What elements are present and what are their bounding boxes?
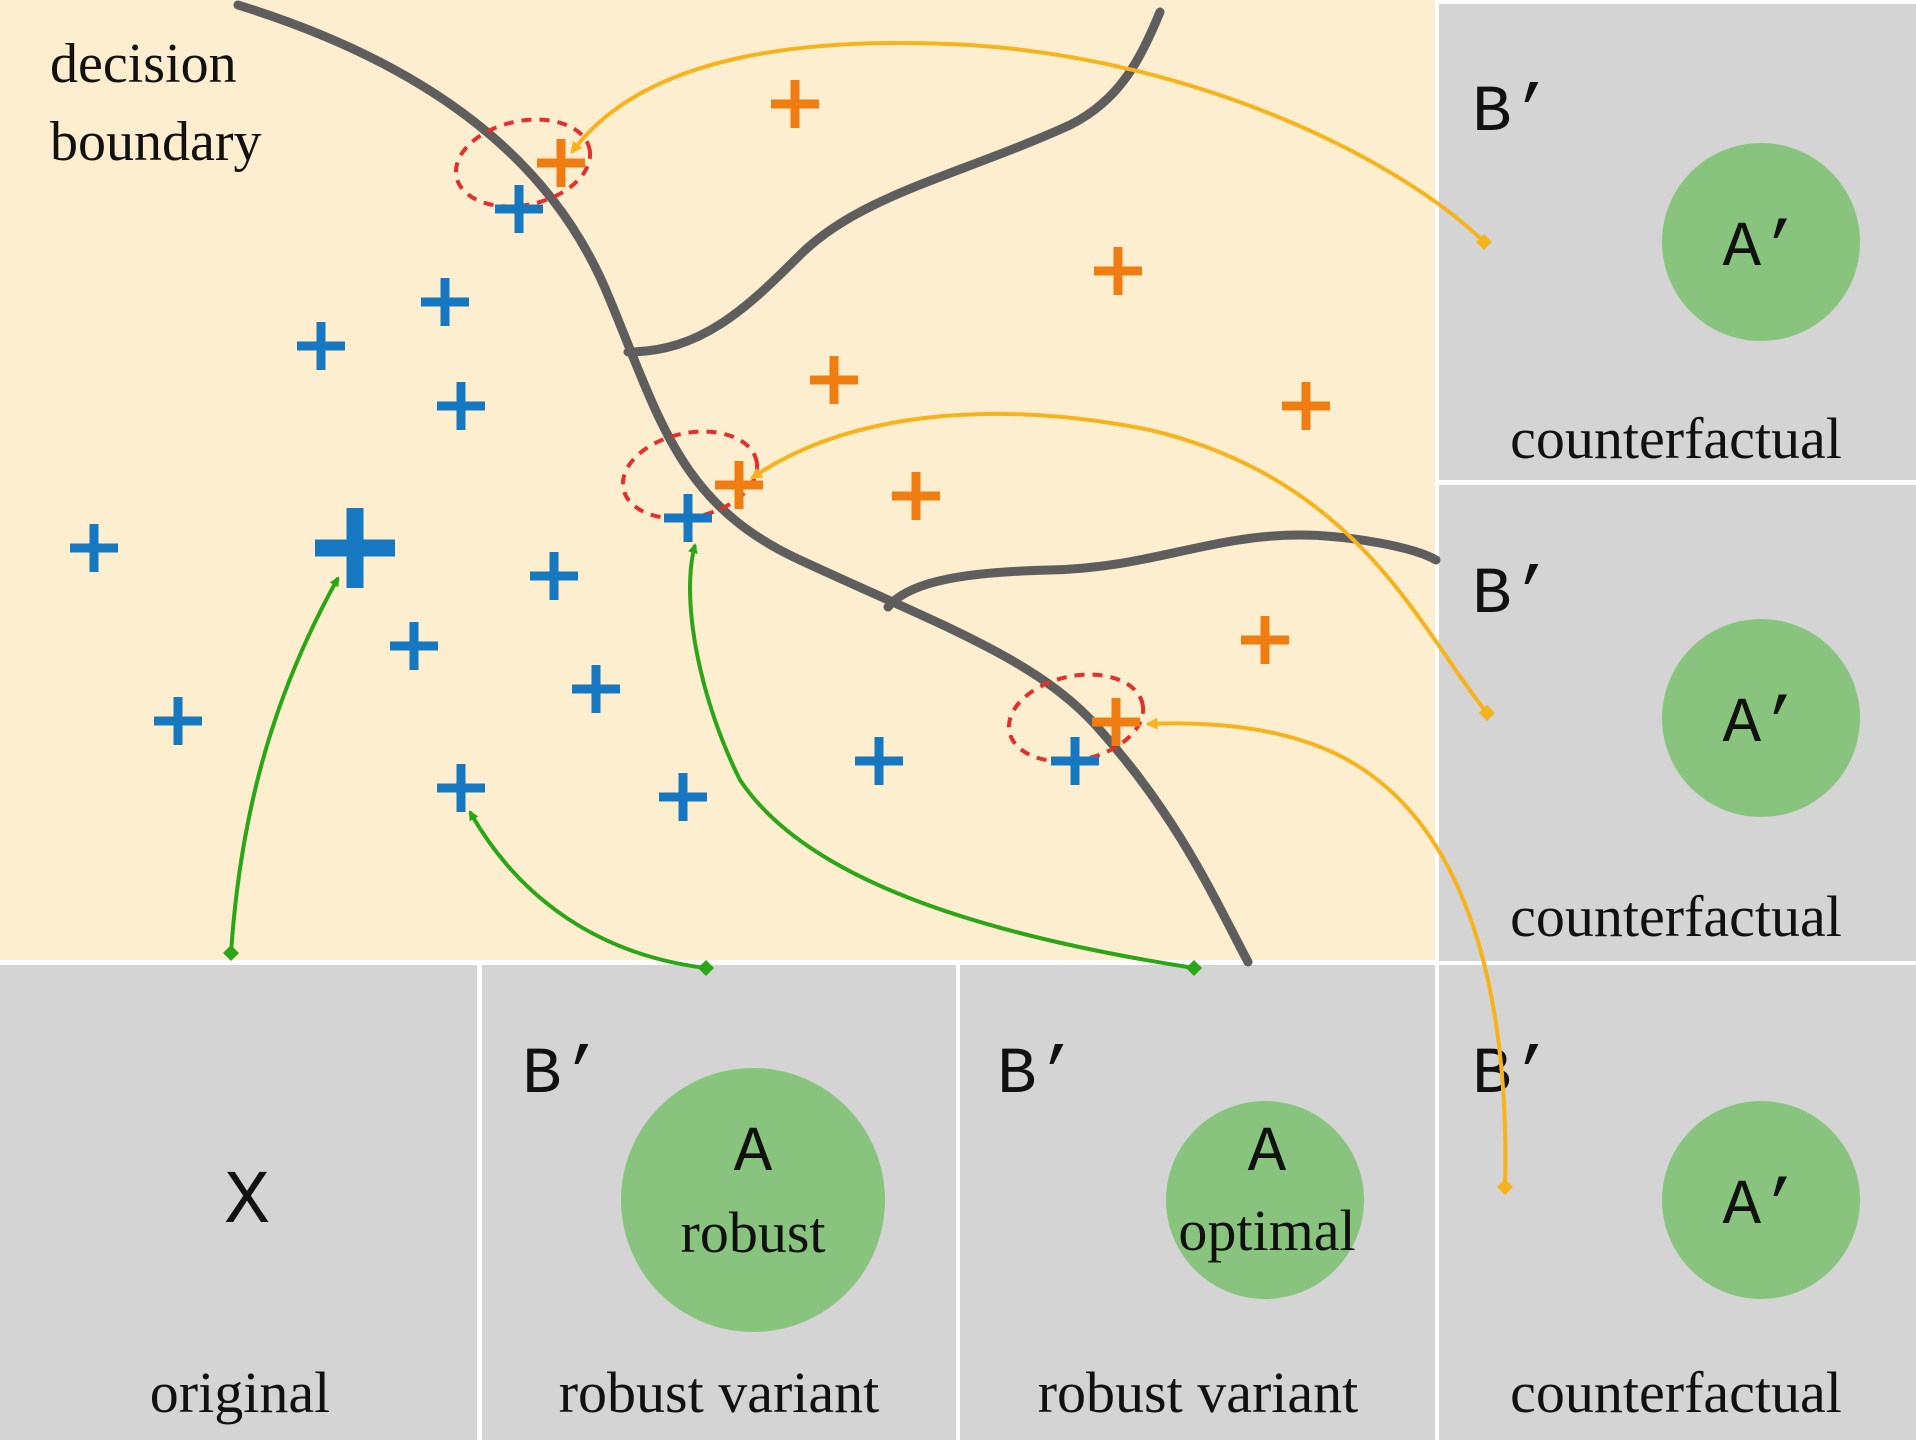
arrow-start-dot: [1186, 960, 1202, 976]
plus-icon: [1094, 247, 1142, 295]
feature-space-region: [0, 0, 1435, 960]
circle-label-bottom: optimal: [1178, 1198, 1355, 1263]
boundary-upper-branch: [623, 7, 1165, 357]
boundary-label-line-2: boundary: [50, 111, 262, 173]
plus-icon: [659, 773, 707, 821]
plus-icon-large: [315, 508, 395, 588]
panel-corner-label: B’: [1472, 557, 1551, 632]
boundary-lower-branch: [883, 530, 1441, 612]
panel-caption: robust variant: [559, 1360, 880, 1425]
arrow-robust-1-to-point: [468, 810, 707, 970]
counterfactual-panel-1: B’ A’ counterfactual: [1439, 4, 1916, 480]
plus-icon: [1241, 616, 1289, 664]
plus-icon: [70, 524, 118, 572]
plus-icon: [1092, 698, 1140, 746]
arrow-cf-1-to-point: [570, 40, 1486, 244]
panel-circle: [621, 1068, 885, 1332]
arrow-cf-2-to-point: [750, 412, 1489, 715]
plus-icon: [771, 80, 819, 128]
circle-label-top: A: [1248, 1118, 1287, 1190]
plus-icon: [495, 185, 543, 233]
arrow-start-dot: [1476, 234, 1492, 250]
arrow-cf-3-to-point: [1145, 717, 1508, 1188]
highlight-ellipse: [620, 429, 760, 521]
robust-variant-panel-1: B’ A robust robust variant: [482, 965, 956, 1440]
plus-icon: [437, 382, 485, 430]
plus-icon: [810, 356, 858, 404]
panel-corner-label: B’: [1472, 75, 1551, 150]
plus-icon: [572, 665, 620, 713]
circle-label-top: A: [734, 1118, 773, 1190]
arrow-start-dot: [1479, 705, 1495, 721]
counterfactual-panel-2: B’ A’ counterfactual: [1439, 485, 1916, 961]
panel-caption: counterfactual: [1510, 406, 1842, 471]
robust-variant-panel-2: B’ A optimal robust variant: [960, 965, 1435, 1440]
plus-icon: [1282, 382, 1330, 430]
plus-icon: [421, 278, 469, 326]
plus-icon: [855, 737, 903, 785]
plus-icon: [892, 472, 940, 520]
panel-caption: counterfactual: [1510, 884, 1842, 949]
panel-symbol: X: [224, 1159, 270, 1245]
plus-icon: [664, 494, 712, 542]
plus-icon: [154, 697, 202, 745]
boundary-main-curve: [233, 0, 1253, 967]
panel-circle: [1166, 1101, 1364, 1299]
plus-icon: [437, 764, 485, 812]
panel-corner-label: B’: [997, 1037, 1076, 1112]
plus-icon: [390, 622, 438, 670]
circle-label: A’: [1723, 1171, 1800, 1243]
panel-caption: counterfactual: [1510, 1360, 1842, 1425]
panel-circle: [1662, 1101, 1860, 1299]
panel-caption: original: [150, 1360, 330, 1425]
panel-corner-label: B’: [1472, 1037, 1551, 1112]
plus-icon: [537, 139, 585, 187]
arrow-start-dot: [698, 960, 714, 976]
plus-icon: [1051, 737, 1099, 785]
original-panel: X original: [0, 965, 477, 1440]
class-b-points: [537, 80, 1330, 746]
circle-label: A’: [1723, 213, 1800, 285]
class-a-points: [70, 185, 1099, 821]
decision-boundary: [233, 0, 1441, 967]
counterfactual-panel-3: B’ A’ counterfactual: [1439, 965, 1916, 1440]
counterfactual-arrows: [570, 40, 1513, 1195]
plus-icon: [530, 552, 578, 600]
panel-circle: [1662, 619, 1860, 817]
circle-label: A’: [1723, 689, 1800, 761]
highlight-ellipse: [1006, 672, 1146, 764]
boundary-label-line-1: decision: [50, 33, 237, 95]
panel-caption: robust variant: [1038, 1360, 1359, 1425]
arrow-original-to-point: [229, 576, 340, 954]
plus-icon: [715, 461, 763, 509]
panel-corner-label: B’: [522, 1037, 601, 1112]
plus-icon: [297, 322, 345, 370]
panel-background: [0, 965, 477, 1440]
robust-arrows: [223, 543, 1202, 976]
panel-circle: [1662, 143, 1860, 341]
highlight-markers: [453, 117, 1146, 764]
arrow-start-dot: [1497, 1179, 1513, 1195]
arrow-robust-2-to-point: [688, 543, 1195, 970]
highlight-ellipse: [453, 117, 593, 209]
circle-label-bottom: robust: [681, 1200, 826, 1265]
arrow-start-dot: [223, 945, 239, 961]
